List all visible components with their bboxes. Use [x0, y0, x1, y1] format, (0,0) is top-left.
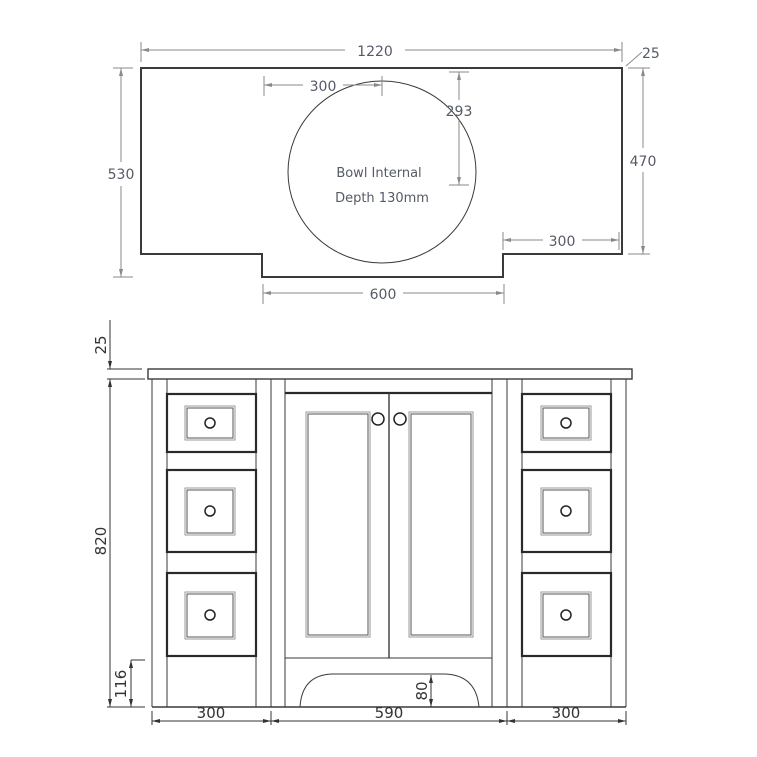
drawer-knob	[204, 417, 216, 429]
countertop-slab	[147, 368, 633, 380]
center-doors	[285, 391, 492, 708]
left-door[interactable]	[305, 411, 385, 638]
dim-overall-width	[140, 42, 623, 62]
door-knob	[393, 412, 407, 426]
right-door[interactable]	[393, 411, 474, 638]
left-drawer-3[interactable]	[165, 571, 258, 658]
left-drawer-stack	[165, 392, 258, 658]
dim-front-projection	[262, 284, 505, 304]
drawer-knob	[560, 609, 572, 621]
dim-bowl-offset-top	[449, 71, 469, 186]
dim-section-widths	[151, 711, 627, 725]
label-overall-width: 1220	[357, 44, 393, 60]
bowl-note-line2: Depth 130mm	[335, 191, 429, 206]
label-overall-height: 820	[92, 527, 110, 556]
dim-left-depth	[113, 67, 133, 278]
right-drawer-2[interactable]	[520, 468, 613, 554]
dim-right-depth	[628, 67, 650, 255]
arched-plinth	[299, 673, 480, 708]
label-center-width: 590	[375, 704, 404, 722]
label-top-thickness: 25	[92, 335, 110, 354]
left-drawer-1[interactable]	[165, 392, 258, 454]
label-arch-height: 80	[413, 681, 431, 700]
right-drawer-1[interactable]	[520, 392, 613, 454]
label-right-depth: 470	[630, 154, 657, 170]
label-right-return: 300	[549, 234, 576, 250]
plan-view: 1220 25 530 470	[108, 42, 660, 304]
bowl-note-line1: Bowl Internal	[336, 166, 421, 181]
dim-bowl-offset-left	[263, 76, 383, 96]
right-drawer-stack	[520, 392, 613, 658]
drawer-knob	[204, 505, 216, 517]
label-left-width: 300	[197, 704, 226, 722]
right-drawer-3[interactable]	[520, 571, 613, 658]
dim-arch-height	[428, 675, 470, 708]
door-knob	[371, 412, 385, 426]
drawer-knob	[204, 609, 216, 621]
label-plinth-height: 116	[112, 670, 130, 699]
countertop-outline	[140, 67, 623, 278]
drawer-knob	[560, 417, 572, 429]
label-left-depth: 530	[108, 167, 135, 183]
dim-overall-height	[107, 379, 145, 708]
dim-right-return	[502, 232, 620, 250]
elevation-view: 25 820 116 80	[92, 320, 633, 725]
label-front-projection: 600	[370, 287, 397, 303]
thickness-leader	[625, 51, 643, 67]
label-right-width: 300	[552, 704, 581, 722]
drawer-knob	[560, 505, 572, 517]
label-bowl-offset-top: 293	[446, 104, 473, 120]
label-thickness-callout: 25	[642, 46, 660, 62]
dim-top-thickness	[107, 320, 145, 380]
label-bowl-offset-left: 300	[310, 79, 337, 95]
dim-plinth-height	[129, 659, 145, 707]
left-drawer-2[interactable]	[165, 468, 258, 554]
